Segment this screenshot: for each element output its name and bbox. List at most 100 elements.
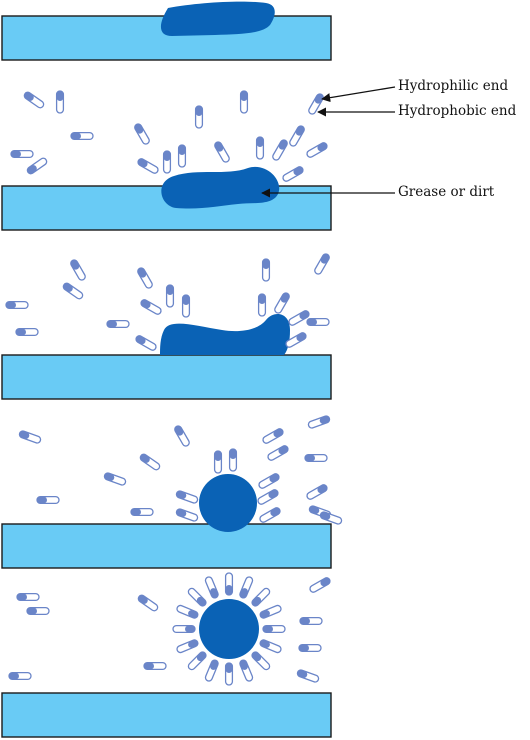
soap-molecule: [298, 643, 322, 653]
cloth-strip-4: [1, 523, 332, 569]
soap-molecule: [18, 430, 42, 444]
soap-molecule: [224, 572, 234, 596]
hydrophilic-head: [134, 124, 144, 134]
soap-molecule: [175, 508, 199, 522]
hydrophilic-head: [317, 142, 327, 152]
soap-molecule: [272, 139, 288, 161]
soap-molecule: [239, 90, 249, 114]
hydrophilic-head: [63, 283, 73, 292]
cloth-strip-3: [1, 354, 332, 400]
soap-molecule: [267, 445, 289, 461]
grease-blob-2: [161, 166, 280, 209]
soap-molecule: [181, 294, 191, 318]
hydrophilic-head: [320, 577, 330, 587]
hydrophilic-head: [16, 328, 26, 336]
soap-molecule: [137, 158, 159, 174]
soap-molecule: [62, 282, 84, 300]
hydrophilic-head: [256, 137, 264, 147]
hydrophilic-head: [56, 91, 64, 101]
hydrophilic-head: [210, 588, 219, 598]
hydrophilic-head: [138, 158, 148, 168]
hydrophilic-head: [239, 588, 248, 598]
label-grease-or-dirt: Grease or dirt: [398, 184, 495, 200]
soap-molecule: [224, 662, 234, 686]
soap-molecule: [130, 507, 154, 517]
soap-molecule: [135, 335, 157, 351]
hydrophilic-head: [295, 126, 305, 136]
soap-molecule: [262, 428, 284, 444]
hydrophilic-head: [6, 301, 16, 309]
soap-molecule: [10, 149, 34, 159]
soap-molecule: [306, 484, 328, 500]
soap-molecule: [255, 136, 265, 160]
soap-molecule: [26, 606, 50, 616]
hydrophilic-head: [136, 335, 146, 345]
soap-molecule: [262, 624, 286, 634]
hydrophilic-head: [138, 595, 148, 604]
soap-molecule: [259, 639, 282, 654]
hydrophilic-head: [314, 94, 324, 104]
soap-molecule: [257, 489, 279, 505]
label-hydrophobic-end: Hydrophobic end: [398, 103, 517, 119]
hydrophilic-head: [176, 491, 187, 499]
soap-molecule: [162, 150, 172, 174]
hydrophilic-head: [195, 106, 203, 116]
hydrophilic-head: [141, 299, 151, 309]
hydrophilic-head: [263, 625, 273, 633]
hydrophilic-head: [196, 596, 206, 606]
hydrophilic-head: [188, 610, 198, 619]
hydrophilic-head: [188, 639, 198, 648]
soap-molecule: [285, 332, 307, 348]
soap-molecule: [282, 166, 304, 182]
hydrophilic-head: [104, 473, 115, 481]
grease-blob-3: [160, 314, 290, 355]
hydrophilic-head: [214, 142, 224, 152]
hydrophilic-head: [278, 140, 288, 150]
soap-molecule: [204, 659, 219, 682]
hydrophilic-head: [11, 150, 21, 158]
soap-molecule: [26, 157, 48, 175]
hydrophilic-head: [262, 259, 270, 269]
soap-molecule: [306, 142, 328, 158]
hydrophilic-head: [178, 145, 186, 155]
soap-molecule: [36, 495, 60, 505]
hydrophilic-head: [210, 660, 219, 670]
hydrophilic-head: [299, 644, 309, 652]
hydrophilic-head: [297, 670, 308, 678]
soap-molecule: [106, 319, 130, 329]
hydrophilic-head: [174, 426, 184, 436]
soap-molecule: [143, 661, 167, 671]
soap-molecule: [261, 258, 271, 282]
soap-molecule: [70, 259, 86, 281]
hydrophilic-head: [293, 166, 303, 176]
hydrophilic-head: [131, 508, 141, 516]
hydrophilic-head: [24, 92, 34, 101]
soap-molecule: [259, 604, 282, 619]
hydrophilic-head: [305, 454, 315, 462]
hydrophilic-head: [268, 489, 278, 499]
soap-molecule: [140, 299, 162, 315]
soap-molecule: [307, 415, 331, 429]
hydrophilic-head: [9, 672, 19, 680]
soap-molecule: [174, 425, 190, 447]
soap-molecule: [319, 511, 343, 525]
soap-molecule: [55, 90, 65, 114]
hydrophilic-head: [240, 91, 248, 101]
hydrophilic-head: [19, 431, 30, 439]
hydrophilic-head: [163, 151, 171, 161]
hydrophilic-head: [225, 585, 233, 595]
soap-molecule: [257, 293, 267, 317]
hydrophilic-head: [280, 293, 290, 303]
soap-molecule: [8, 671, 32, 681]
arrow-hydrophilic: [321, 86, 396, 103]
soap-molecule: [309, 577, 331, 593]
hydrophilic-head: [144, 662, 154, 670]
soap-molecule: [15, 327, 39, 337]
soap-molecule: [288, 310, 310, 326]
hydrophilic-head: [309, 506, 320, 514]
soap-molecule: [187, 651, 207, 671]
soap-molecule: [23, 91, 45, 109]
grease-blob-1: [160, 1, 275, 36]
hydrophilic-head: [70, 260, 80, 270]
